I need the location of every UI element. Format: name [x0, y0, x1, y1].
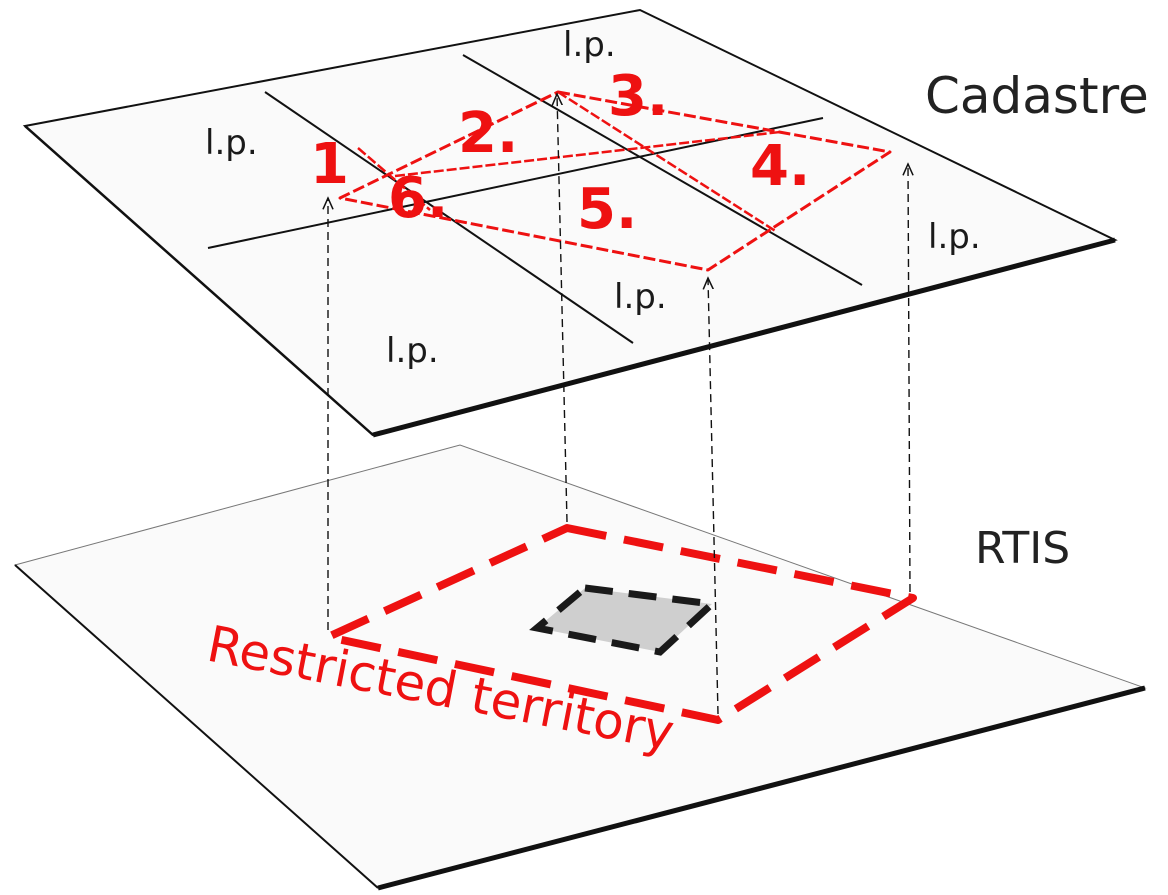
- restricted-territory-polygon: [324, 524, 917, 724]
- parcel-label-1: 1: [310, 132, 349, 197]
- cadastre-plane-front-edge: [372, 237, 1116, 438]
- land-plot-label: l.p.: [563, 25, 616, 65]
- rtis-plane: [13, 444, 1147, 891]
- projection-arrow: [708, 278, 719, 715]
- parcel-boundary-line: [264, 91, 634, 344]
- projection-arrow: [908, 164, 910, 593]
- land-plot-label: l.p.: [205, 123, 258, 163]
- cadastre-plane-left-edge: [24, 125, 374, 436]
- parcel-intersection-lines: [357, 90, 781, 234]
- intersection-line: [557, 90, 778, 234]
- cadastre-layer-label: Cadastre: [925, 67, 1149, 125]
- projection-arrows: [328, 94, 910, 715]
- rtis-plane-left-edge: [14, 564, 379, 889]
- land-plot-label: l.p.: [614, 277, 667, 317]
- building-footprint: [529, 584, 720, 656]
- parcel-label-5: 5.: [577, 177, 637, 242]
- rtis-plane-surface: [13, 444, 1147, 889]
- building-outline: [529, 584, 720, 656]
- parcel-label-2: 2.: [458, 101, 518, 166]
- intersection-line: [357, 147, 431, 211]
- rtis-plane-front-edge: [377, 685, 1146, 891]
- rtis-layer-label: RTIS: [975, 523, 1070, 574]
- parcel-boundary-line: [462, 54, 863, 286]
- land-plot-label: l.p.: [386, 331, 439, 371]
- parcel-label-3: 3.: [608, 64, 668, 129]
- parcel-label-4: 4.: [750, 134, 810, 199]
- cadastre-plane: [22, 8, 1118, 438]
- projection-arrow: [557, 94, 568, 523]
- parcel-label-6: 6.: [388, 166, 448, 231]
- land-plot-label: l.p.: [928, 217, 981, 257]
